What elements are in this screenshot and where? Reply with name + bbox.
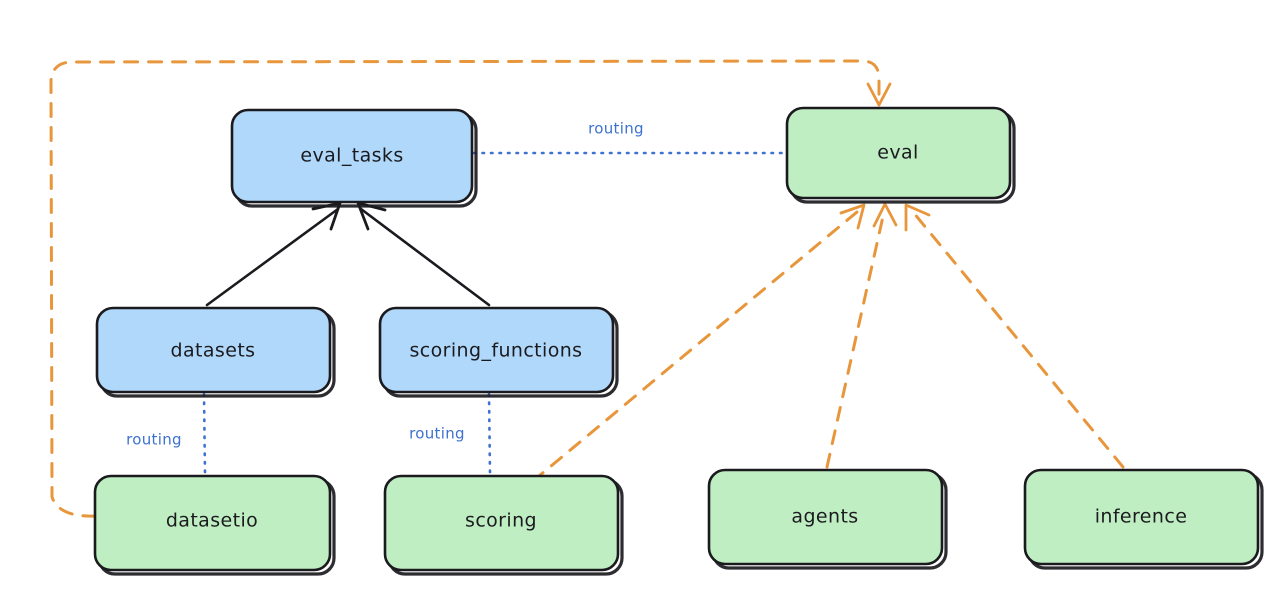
node-scoring[interactable]: scoring xyxy=(383,474,624,576)
node-eval-tasks-body[interactable] xyxy=(230,108,474,204)
node-datasets-body[interactable] xyxy=(95,306,332,394)
node-datasets-label: datasets xyxy=(171,340,256,362)
node-agents-body[interactable] xyxy=(707,468,944,566)
edge-datasetio-to-eval xyxy=(49,59,892,518)
node-inference[interactable]: inference xyxy=(1023,468,1264,570)
node-eval-tasks-label: eval_tasks xyxy=(300,145,403,167)
node-agents[interactable]: agents xyxy=(707,468,948,570)
node-datasets[interactable]: datasets xyxy=(95,306,336,398)
node-scoring-body[interactable] xyxy=(383,474,620,572)
node-inference-body[interactable] xyxy=(1023,468,1260,566)
edge-scoring-to-eval xyxy=(531,203,866,483)
node-scoring-functions-label: scoring_functions xyxy=(410,340,583,362)
node-datasetio-label: datasetio xyxy=(166,510,258,532)
node-scoring-functions-body[interactable] xyxy=(378,306,615,394)
node-scoring-label: scoring xyxy=(465,510,537,532)
edge-label-routing-eval: routing xyxy=(588,120,644,138)
edge-agents-to-eval xyxy=(825,202,898,469)
edge-datasets-to-datasetio xyxy=(202,392,207,476)
node-agents-label: agents xyxy=(791,506,858,528)
node-inference-label: inference xyxy=(1095,506,1188,528)
node-eval-label: eval xyxy=(877,142,918,164)
edge-datasets-to-eval-tasks xyxy=(205,201,342,307)
edge-inference-to-eval xyxy=(904,203,1125,469)
node-datasetio-body[interactable] xyxy=(93,474,332,572)
edge-label-routing-datasetio: routing xyxy=(126,431,182,449)
node-eval-body[interactable] xyxy=(785,106,1012,200)
edge-label-routing-scoring: routing xyxy=(409,425,465,443)
edge-scoring-functions-to-eval-tasks xyxy=(356,201,491,307)
node-eval-tasks[interactable]: eval_tasks xyxy=(230,108,478,208)
node-eval[interactable]: eval xyxy=(785,106,1016,204)
node-datasetio[interactable]: datasetio xyxy=(93,474,336,576)
node-scoring-functions[interactable]: scoring_functions xyxy=(378,306,619,398)
edge-scoring-functions-to-scoring xyxy=(487,392,492,476)
